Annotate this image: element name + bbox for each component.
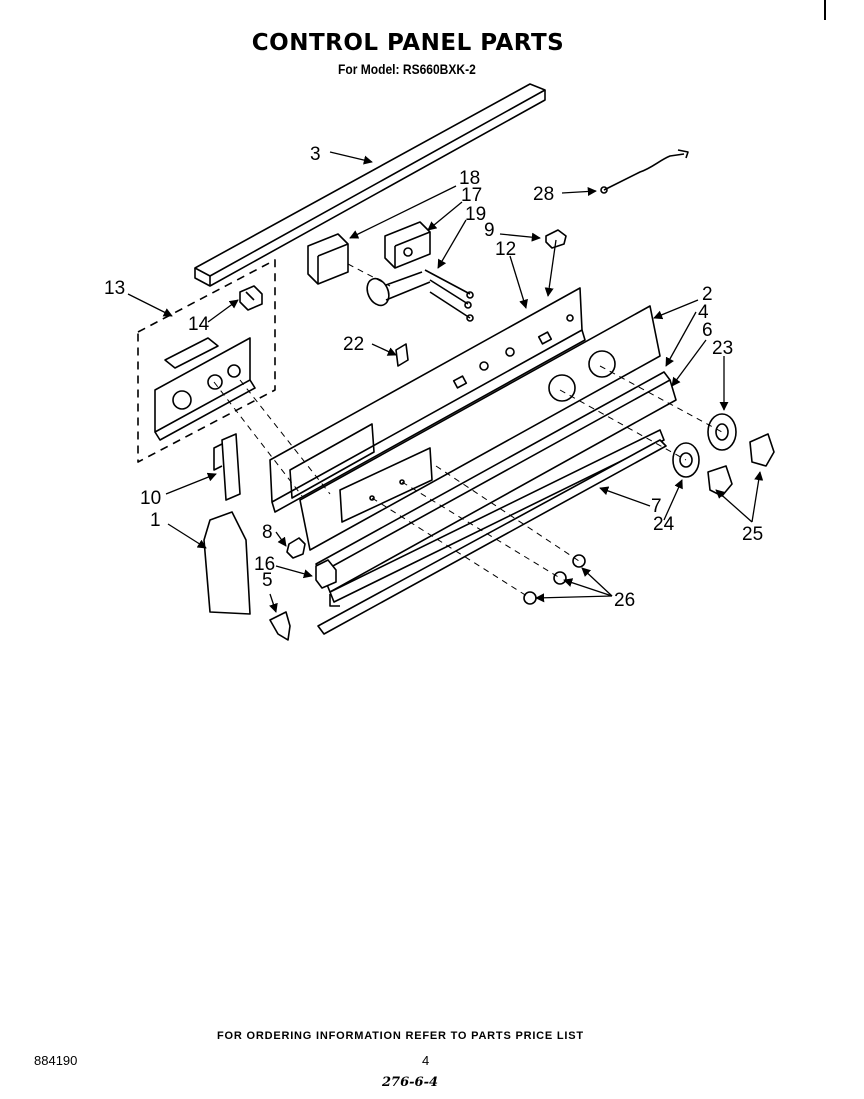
bracket-assembly-part	[154, 337, 256, 441]
callout-7: 7	[651, 496, 662, 517]
small-block-part	[286, 537, 306, 559]
nut-part	[523, 554, 586, 605]
switch-box-part	[307, 221, 431, 285]
knob-part	[707, 433, 775, 497]
trim-strip-part	[194, 83, 546, 287]
end-cap-part	[203, 511, 251, 615]
callout-1: 1	[150, 510, 161, 531]
scan-edge-mark	[824, 0, 826, 20]
callout-17: 17	[461, 185, 482, 206]
clip-part	[239, 285, 263, 311]
base-channel-part	[317, 439, 667, 635]
retaining-clip-part	[395, 343, 409, 367]
model-subtitle: For Model: RS660BXK-2	[338, 61, 476, 77]
callout-8: 8	[262, 522, 273, 543]
connector-wire-part	[600, 149, 689, 194]
callout-5: 5	[262, 570, 273, 591]
callout-12: 12	[495, 239, 516, 260]
callout-6: 6	[702, 320, 713, 341]
callout-25: 25	[742, 524, 763, 545]
switch-panel-part	[269, 287, 586, 513]
callout-22: 22	[343, 334, 364, 355]
side-bracket-part	[213, 433, 241, 501]
callout-4: 4	[698, 302, 709, 323]
callout-28: 28	[533, 184, 554, 205]
callout-24: 24	[653, 514, 675, 535]
callout-16: 16	[254, 554, 275, 575]
knob-cap-part	[269, 611, 291, 641]
page-title: CONTROL PANEL PARTS	[251, 30, 565, 56]
end-clip-part	[315, 559, 337, 589]
callout-10: 10	[140, 488, 161, 509]
leader-arrows	[127, 151, 764, 613]
callout-3: 3	[310, 144, 321, 165]
callout-26: 26	[614, 590, 635, 611]
alignment-lines	[213, 263, 723, 599]
callout-18: 18	[459, 168, 480, 189]
exploded-parts-diagram: 3 18 17 19 28 9 12 13 14 22 2 4 6 23 10 …	[104, 83, 775, 641]
callout-14: 14	[188, 314, 210, 335]
callout-9: 9	[484, 220, 495, 241]
dial-part	[672, 413, 737, 478]
handwritten-note: 276-6-4	[382, 1075, 439, 1090]
main-control-panel-part	[299, 305, 661, 551]
callout-19: 19	[465, 204, 486, 225]
ordering-info-note: FOR ORDERING INFORMATION REFER TO PARTS …	[217, 1030, 584, 1042]
page-number: 4	[422, 1053, 430, 1068]
callout-2: 2	[702, 284, 713, 305]
dashed-assembly-outline	[137, 259, 276, 463]
callout-23: 23	[712, 338, 733, 359]
document-number: 884190	[34, 1053, 78, 1068]
plug-part	[545, 229, 567, 249]
wire-harness-part	[366, 269, 474, 322]
callout-13: 13	[104, 278, 125, 299]
